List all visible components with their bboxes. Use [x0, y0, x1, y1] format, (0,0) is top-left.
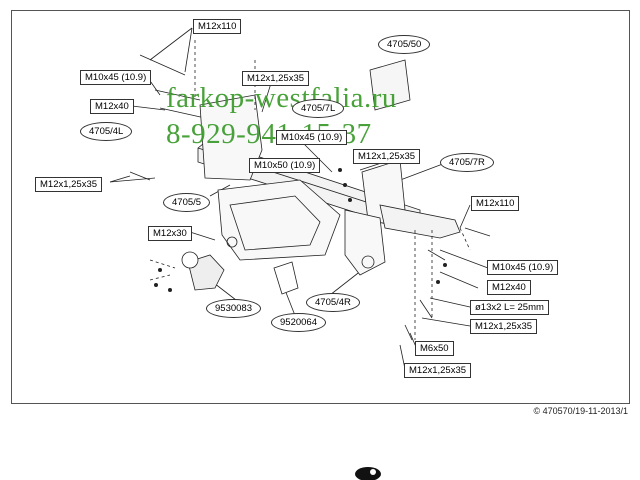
label-m10x50: M10x50 (10.9)	[249, 158, 321, 173]
label-m12x40-left: M12x40	[90, 99, 134, 114]
label-m12x125x35-center: M12x1,25x35	[353, 149, 421, 164]
label-m12x110-right: M12x110	[471, 196, 520, 211]
part-4705-7r: 4705/7R	[440, 153, 494, 172]
label-m12x40-right: M12x40	[487, 280, 531, 295]
label-pin-13x2: ø13x2 L= 25mm	[470, 300, 549, 315]
part-4705-4r: 4705/4R	[306, 293, 360, 312]
diagram-frame	[11, 10, 630, 404]
label-m12x30: M12x30	[148, 226, 192, 241]
label-m10x45-right: M10x45 (10.9)	[487, 260, 559, 275]
copyright-footer: © 470570/19-11-2013/1	[533, 406, 628, 416]
label-m10x45-center: M10x45 (10.9)	[276, 130, 348, 145]
label-m10x45-left: M10x45 (10.9)	[80, 70, 152, 85]
part-9520064: 9520064	[271, 313, 326, 332]
label-m6x50: M6x50	[415, 341, 454, 356]
label-m12x125x35-right: M12x1,25x35	[470, 319, 538, 334]
part-4705-4l: 4705/4L	[80, 122, 133, 141]
label-m12x125x35-left: M12x1,25x35	[35, 177, 103, 192]
part-4705-7l: 4705/7L	[292, 99, 345, 118]
part-4705-5: 4705/5	[163, 193, 211, 212]
label-m12x110-top: M12x110	[193, 19, 242, 34]
brand-logo-icon	[355, 467, 381, 480]
label-m12x125x35-top: M12x1,25x35	[242, 71, 310, 86]
part-9530083: 9530083	[206, 299, 261, 318]
part-4705-50: 4705/50	[378, 35, 431, 54]
watermark-site: farkop-westfalia.ru	[166, 82, 397, 114]
label-m12x125x35-bottom: M12x1,25x35	[404, 363, 472, 378]
